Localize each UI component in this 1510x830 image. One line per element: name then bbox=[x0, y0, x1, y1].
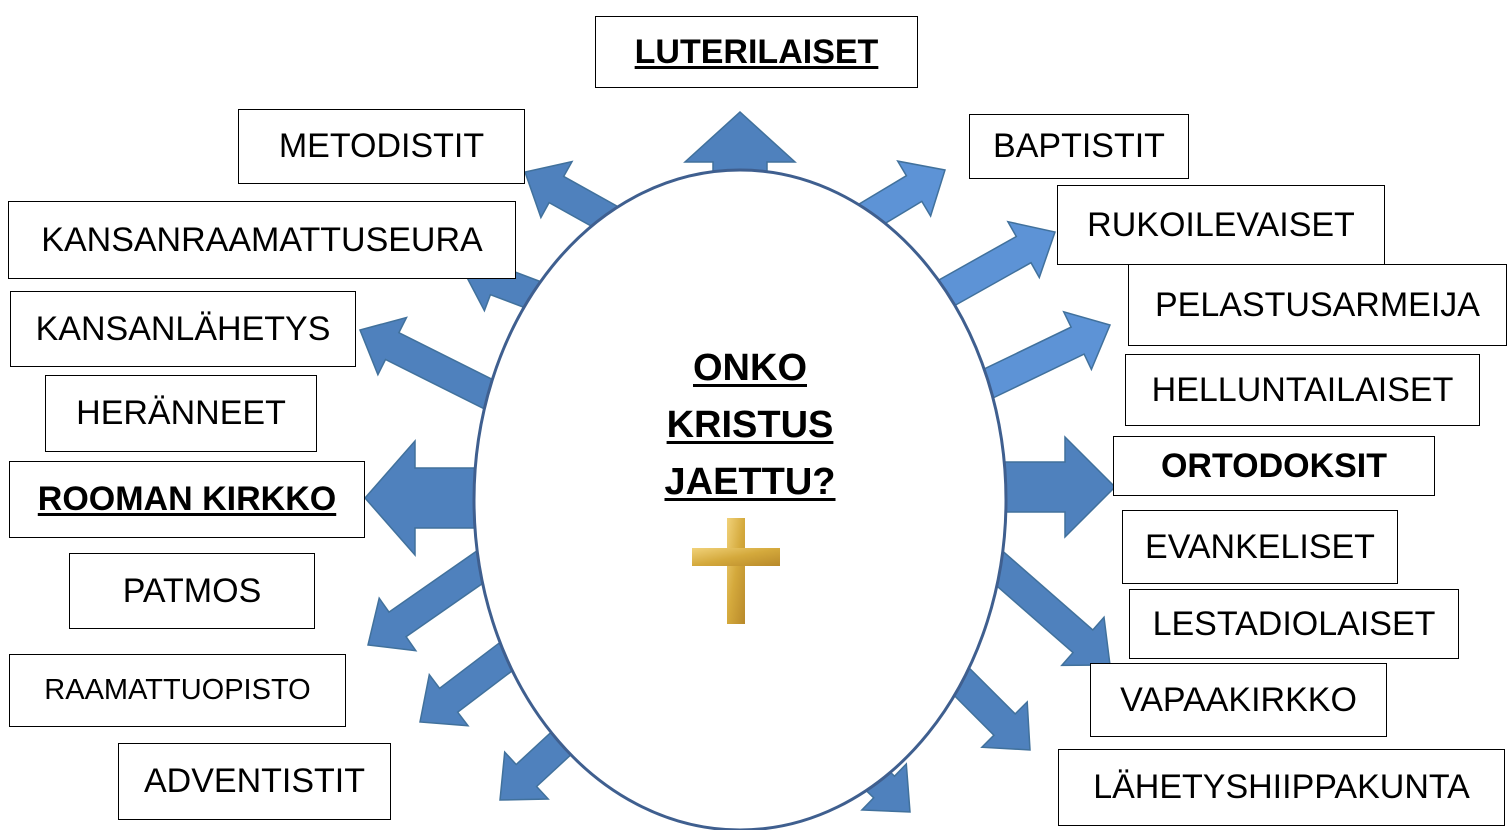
box-helluntailaiset: HELLUNTAILAISET bbox=[1125, 354, 1480, 426]
arrow-helluntailaiset bbox=[967, 310, 1112, 405]
box-ortodoksit: ORTODOKSIT bbox=[1113, 436, 1435, 496]
cross-icon bbox=[692, 518, 780, 624]
box-raamattuopisto: RAAMATTUOPISTO bbox=[9, 654, 346, 727]
box-evankeliset: EVANKELISET bbox=[1122, 510, 1398, 584]
box-kansanraamattuseura: KANSANRAAMATTUSEURA bbox=[8, 201, 516, 279]
arrow-lestadiolaiset bbox=[979, 547, 1111, 667]
box-rukoilevaiset: RUKOILEVAISET bbox=[1057, 185, 1385, 265]
box-lahetyshiippakunta: LÄHETYSHIIPPAKUNTA bbox=[1058, 749, 1505, 826]
center-line-3: JAETTU? bbox=[664, 461, 836, 503]
box-vapaakirkko: VAPAAKIRKKO bbox=[1090, 663, 1387, 737]
arrow-ortodoksit bbox=[1004, 435, 1117, 539]
box-heranneet: HERÄNNEET bbox=[45, 375, 317, 452]
box-lestadiolaiset: LESTADIOLAISET bbox=[1129, 589, 1459, 659]
center-line-1: ONKO bbox=[693, 347, 807, 389]
box-adventistit: ADVENTISTIT bbox=[118, 743, 391, 820]
center-question: ONKO KRISTUS JAETTU? bbox=[630, 340, 870, 511]
box-luterilaiset: LUTERILAISET bbox=[595, 16, 918, 88]
center-circle bbox=[472, 168, 1008, 830]
box-baptistit: BAPTISTIT bbox=[969, 114, 1189, 179]
arrow-rooman-kirkko bbox=[364, 439, 476, 557]
box-patmos: PATMOS bbox=[69, 553, 315, 629]
box-metodistit: METODISTIT bbox=[238, 109, 525, 184]
box-rooman-kirkko: ROOMAN KIRKKO bbox=[9, 461, 365, 538]
center-line-2: KRISTUS bbox=[666, 404, 834, 446]
box-pelastusarmeija: PELASTUSARMEIJA bbox=[1128, 264, 1507, 346]
box-kansanlahetys: KANSANLÄHETYS bbox=[10, 291, 356, 367]
